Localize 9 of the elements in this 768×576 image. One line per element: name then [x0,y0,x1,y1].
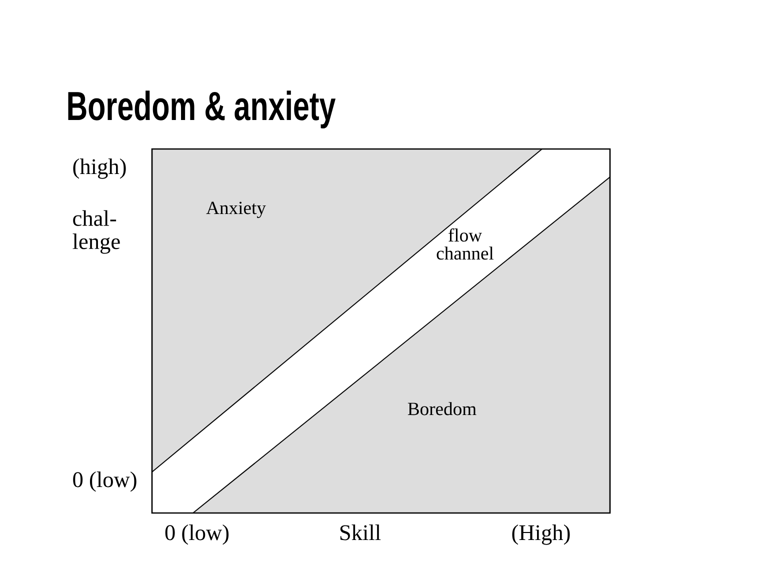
axis-label: chal- lenge [72,210,120,254]
axis-label: 0 (low) [165,524,229,545]
slide-title: Boredom & anxiety [68,90,336,128]
node-label: Anxiety [206,202,266,218]
node-label: Boredom [408,402,476,416]
axis-label: 0 (low) [73,472,136,492]
axis-label: Skill [340,524,381,540]
axis-label: (high) [73,158,126,179]
axis-label: (High) [512,524,570,545]
